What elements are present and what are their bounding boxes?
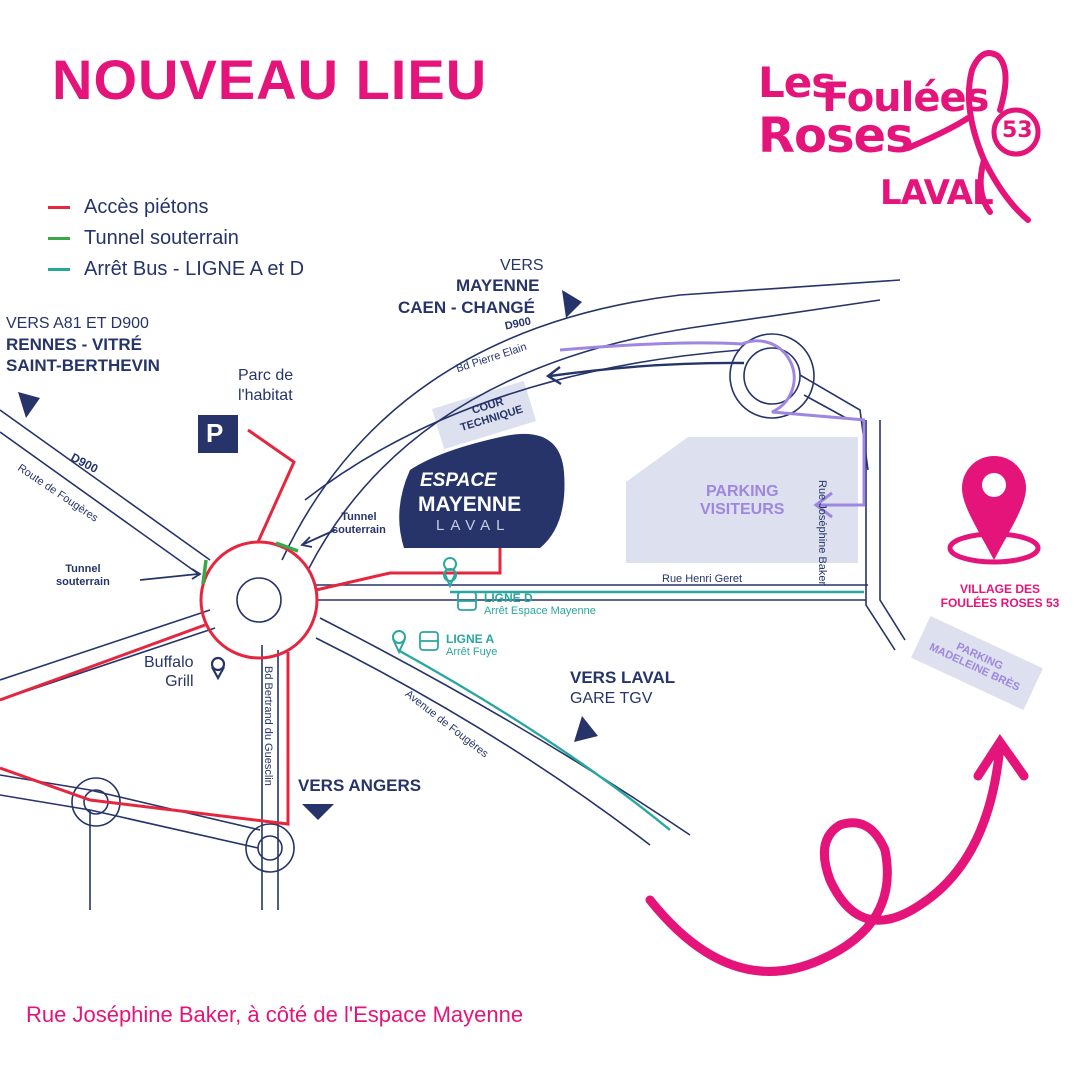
logo-53-badge xyxy=(991,107,1041,157)
footer-address: Rue Joséphine Baker, à côté de l'Espace … xyxy=(26,1002,524,1027)
bus-stop-d-pin-icon xyxy=(443,557,458,589)
tunnel-label-right: Tunnel souterrain xyxy=(332,511,386,537)
village-label: VILLAGE DES FOULÉES ROSES 53 xyxy=(925,582,1075,610)
village-line1: VILLAGE DES xyxy=(959,582,1040,596)
one-way-arrow xyxy=(545,361,745,386)
tunnel-left-line2: souterrain xyxy=(56,576,110,589)
parking-sign-icon xyxy=(198,415,238,453)
parking-visiteurs-line2: VISITEURS xyxy=(700,501,785,518)
mayenne-arrow-icon xyxy=(562,290,582,318)
road-label-bertrand-guesclin: Bd Bertrand du Guesclin xyxy=(262,666,274,786)
espace-mayenne-logo-shape xyxy=(399,433,565,548)
bus-stop-a-pin-icon xyxy=(392,630,406,655)
buffalo-grill-label: Buffalo Grill xyxy=(144,653,194,691)
espace-word: ESPACE xyxy=(420,470,497,491)
legend-swatch xyxy=(48,237,70,240)
cour-technique-block xyxy=(431,380,537,450)
buffalo-line1: Buffalo xyxy=(144,654,194,671)
legend-label: Tunnel souterrain xyxy=(84,227,239,249)
visitor-route xyxy=(559,339,866,519)
logo-word-foulees: Foulées xyxy=(822,75,989,121)
tunnel-pointer-arrows xyxy=(139,529,336,581)
direction-laval: VERS LAVAL xyxy=(570,668,676,687)
logo-word-laval: LAVAL xyxy=(880,173,994,213)
rennes-arrow-icon xyxy=(18,392,40,418)
parc-habitat-line2: l'habitat xyxy=(238,387,293,404)
pink-ribbon-swirl xyxy=(645,733,1029,976)
legend-swatch xyxy=(48,268,70,271)
legend-item-tunnel: Tunnel souterrain xyxy=(48,223,304,254)
direction-caen-change: CAEN - CHANGÉ xyxy=(398,298,535,317)
tunnel-right-line1: Tunnel xyxy=(341,511,377,523)
direction-rennes-vers: VERS A81 ET D900 xyxy=(6,315,149,332)
tunnel-right-line2: souterrain xyxy=(332,524,386,537)
legend-item-bus: Arrêt Bus - LIGNE A et D xyxy=(48,254,304,285)
buffalo-grill-pin-icon xyxy=(210,656,226,681)
logo-number: 53 xyxy=(1002,118,1033,143)
direction-saint-berthevin: SAINT-BERTHEVIN xyxy=(6,356,160,375)
parking-visiteurs-line1: PARKING xyxy=(705,483,779,500)
buffalo-line2: Grill xyxy=(165,673,194,691)
direction-rennes-vitre: RENNES - VITRÉ xyxy=(6,335,143,354)
tunnel-left-line1: Tunnel xyxy=(65,563,101,575)
laval-arrow-icon xyxy=(574,716,598,742)
bus-ligne-a: LIGNE A xyxy=(446,632,495,646)
laval-word: LAVAL xyxy=(436,517,511,534)
parking-letter: P xyxy=(206,418,224,448)
road-label-henri-geret: Rue Henri Geret xyxy=(662,573,743,585)
logo-word-les: Les xyxy=(758,58,836,107)
bus-a-icon xyxy=(419,631,439,651)
tunnel-label-left: Tunnel souterrain xyxy=(56,563,110,589)
road-label-josephine-baker: Rue Joséphine Baker xyxy=(816,480,828,586)
angers-arrow-icon xyxy=(302,804,334,820)
parking-visiteurs-label: PARKING VISITEURS xyxy=(700,483,784,519)
parc-habitat-line1: Parc de xyxy=(238,367,294,384)
bus-ligne-d-stop: Arrêt Espace Mayenne xyxy=(484,605,596,617)
direction-angers: VERS ANGERS xyxy=(298,776,422,795)
parking-visiteurs-area xyxy=(626,437,858,563)
road-network xyxy=(0,279,906,910)
legend-swatch xyxy=(48,206,70,209)
legend-label: Accès piétons xyxy=(84,196,209,218)
logo-word-roses: Roses xyxy=(758,108,914,164)
legend-item-pedestrian: Accès piétons xyxy=(48,192,304,223)
bus-ligne-a-stop: Arrêt Fuye xyxy=(446,646,498,658)
map-legend: Accès piétons Tunnel souterrain Arrêt Bu… xyxy=(48,192,304,285)
village-location-pin-icon xyxy=(947,456,1041,565)
legend-label: Arrêt Bus - LIGNE A et D xyxy=(84,258,305,280)
bus-ligne-d: LIGNE D xyxy=(484,591,533,605)
village-line2: FOULÉES ROSES 53 xyxy=(940,596,1060,610)
direction-mayenne: MAYENNE xyxy=(456,276,540,295)
bus-d-icon xyxy=(457,591,477,611)
mayenne-word: MAYENNE xyxy=(418,493,522,516)
parking-madeleine-block xyxy=(911,615,1043,711)
direction-mayenne-vers: VERS xyxy=(500,257,544,274)
direction-gare-tgv: GARE TGV xyxy=(570,690,653,707)
logo-ribbon xyxy=(905,50,1031,223)
tunnel-segments xyxy=(201,541,299,585)
page-title: NOUVEAU LIEU xyxy=(52,48,488,111)
bus-route-lines xyxy=(397,590,864,831)
